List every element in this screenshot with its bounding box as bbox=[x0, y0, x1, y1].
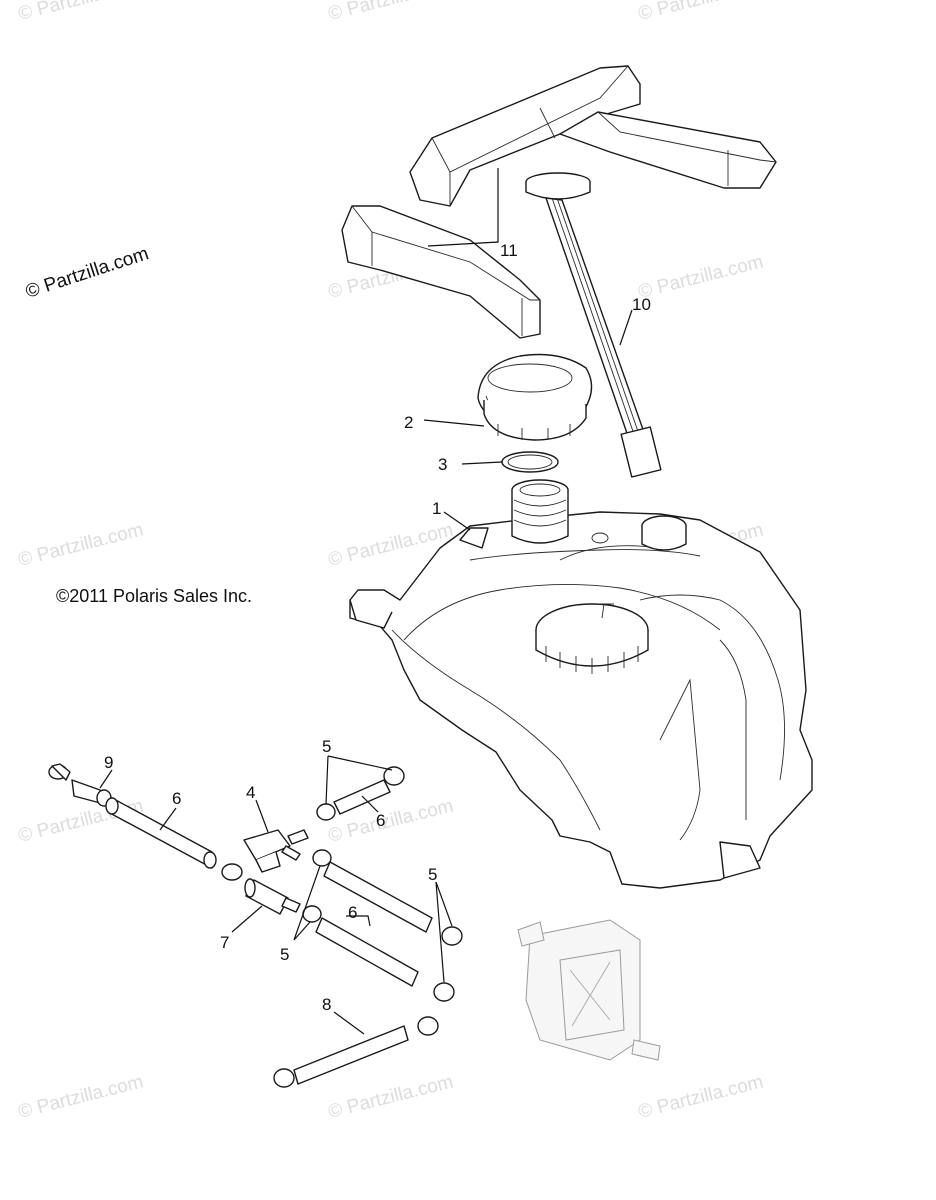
callout-5c: 5 bbox=[428, 865, 437, 884]
callout-7: 7 bbox=[220, 933, 229, 952]
callout-3: 3 bbox=[438, 455, 447, 474]
hose-6c-part bbox=[315, 861, 433, 987]
fuel-sender-part bbox=[525, 172, 662, 478]
callout-5a: 5 bbox=[322, 737, 331, 756]
clamp-5b-part bbox=[302, 849, 332, 923]
watermark: © Partzilla.com bbox=[16, 1072, 145, 1123]
watermark: © Partzilla.com bbox=[636, 1072, 765, 1123]
callout-4: 4 bbox=[246, 783, 255, 802]
watermark-main: © Partzilla.com bbox=[23, 243, 151, 303]
clamp-5c-part bbox=[433, 926, 463, 1002]
callout-5b: 5 bbox=[280, 945, 289, 964]
callout-10: 10 bbox=[632, 295, 651, 314]
watermark: © Partzilla.com bbox=[16, 0, 145, 25]
vent-port-part bbox=[591, 515, 687, 551]
hose-8-part bbox=[273, 1016, 439, 1088]
watermark: © Partzilla.com bbox=[16, 520, 145, 571]
hose-6b-part bbox=[333, 779, 391, 815]
callout-6c: 6 bbox=[348, 903, 357, 922]
fuel-pump-ghost bbox=[517, 919, 661, 1061]
callout-2: 2 bbox=[404, 413, 413, 432]
callout-8: 8 bbox=[322, 995, 331, 1014]
watermark: © Partzilla.com bbox=[636, 252, 765, 303]
callout-11: 11 bbox=[500, 241, 518, 260]
filter-7-part bbox=[244, 878, 301, 915]
clamp-5a-part bbox=[316, 766, 405, 821]
watermark: © Partzilla.com bbox=[636, 0, 765, 25]
callout-6b: 6 bbox=[376, 811, 385, 830]
copyright-text: ©2011 Polaris Sales Inc. bbox=[56, 586, 252, 606]
fuel-tank-part bbox=[349, 511, 813, 889]
hose-6a-part bbox=[105, 797, 217, 869]
watermark: © Partzilla.com bbox=[326, 0, 455, 25]
fuel-cap-part bbox=[477, 353, 593, 441]
callout-1: 1 bbox=[432, 499, 441, 518]
seat-pad-part bbox=[341, 65, 777, 339]
watermark: © Partzilla.com bbox=[326, 1072, 455, 1123]
callout-6a: 6 bbox=[172, 789, 181, 808]
clamp-part bbox=[221, 863, 243, 881]
callout-9: 9 bbox=[104, 753, 113, 772]
pump-flange-part bbox=[535, 603, 649, 674]
tee-fitting-4-part bbox=[243, 829, 309, 873]
filler-neck-part bbox=[511, 479, 569, 544]
